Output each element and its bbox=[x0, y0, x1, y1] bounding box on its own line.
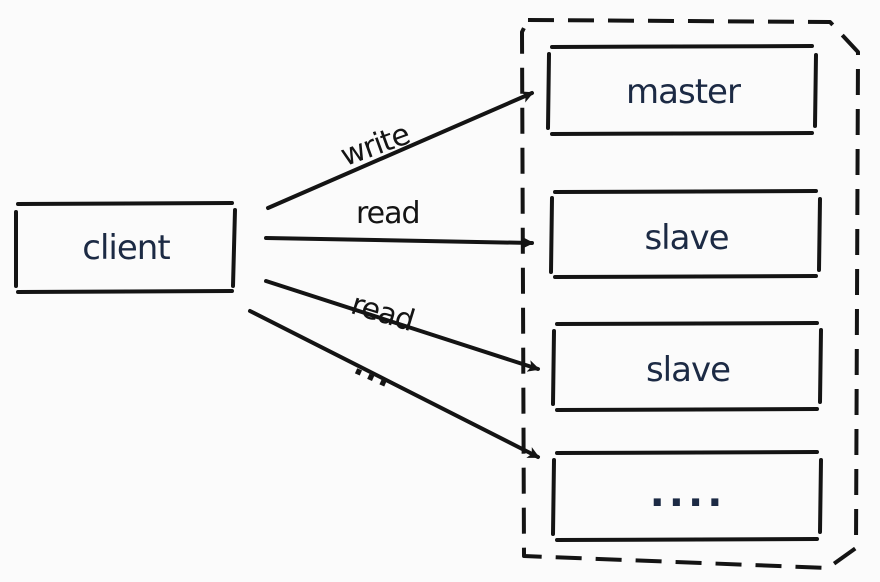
read-arrow-2 bbox=[264, 279, 540, 372]
client-label: client bbox=[82, 228, 170, 268]
more-arrow bbox=[248, 309, 540, 459]
slave-label-1: slave bbox=[644, 218, 729, 258]
cluster-boundary bbox=[520, 18, 860, 570]
master-label: master bbox=[626, 72, 741, 112]
master-box bbox=[546, 44, 818, 136]
write-arrow bbox=[266, 91, 534, 210]
read-edge-label-1: read bbox=[356, 196, 421, 231]
slave-box-2 bbox=[551, 321, 823, 412]
slave-box-1 bbox=[549, 189, 822, 279]
read-arrow-1 bbox=[264, 236, 534, 249]
more-nodes-label: .... bbox=[649, 470, 727, 516]
slave-label-2: slave bbox=[645, 350, 731, 390]
client-box bbox=[14, 201, 237, 294]
more-nodes-box bbox=[551, 450, 823, 542]
